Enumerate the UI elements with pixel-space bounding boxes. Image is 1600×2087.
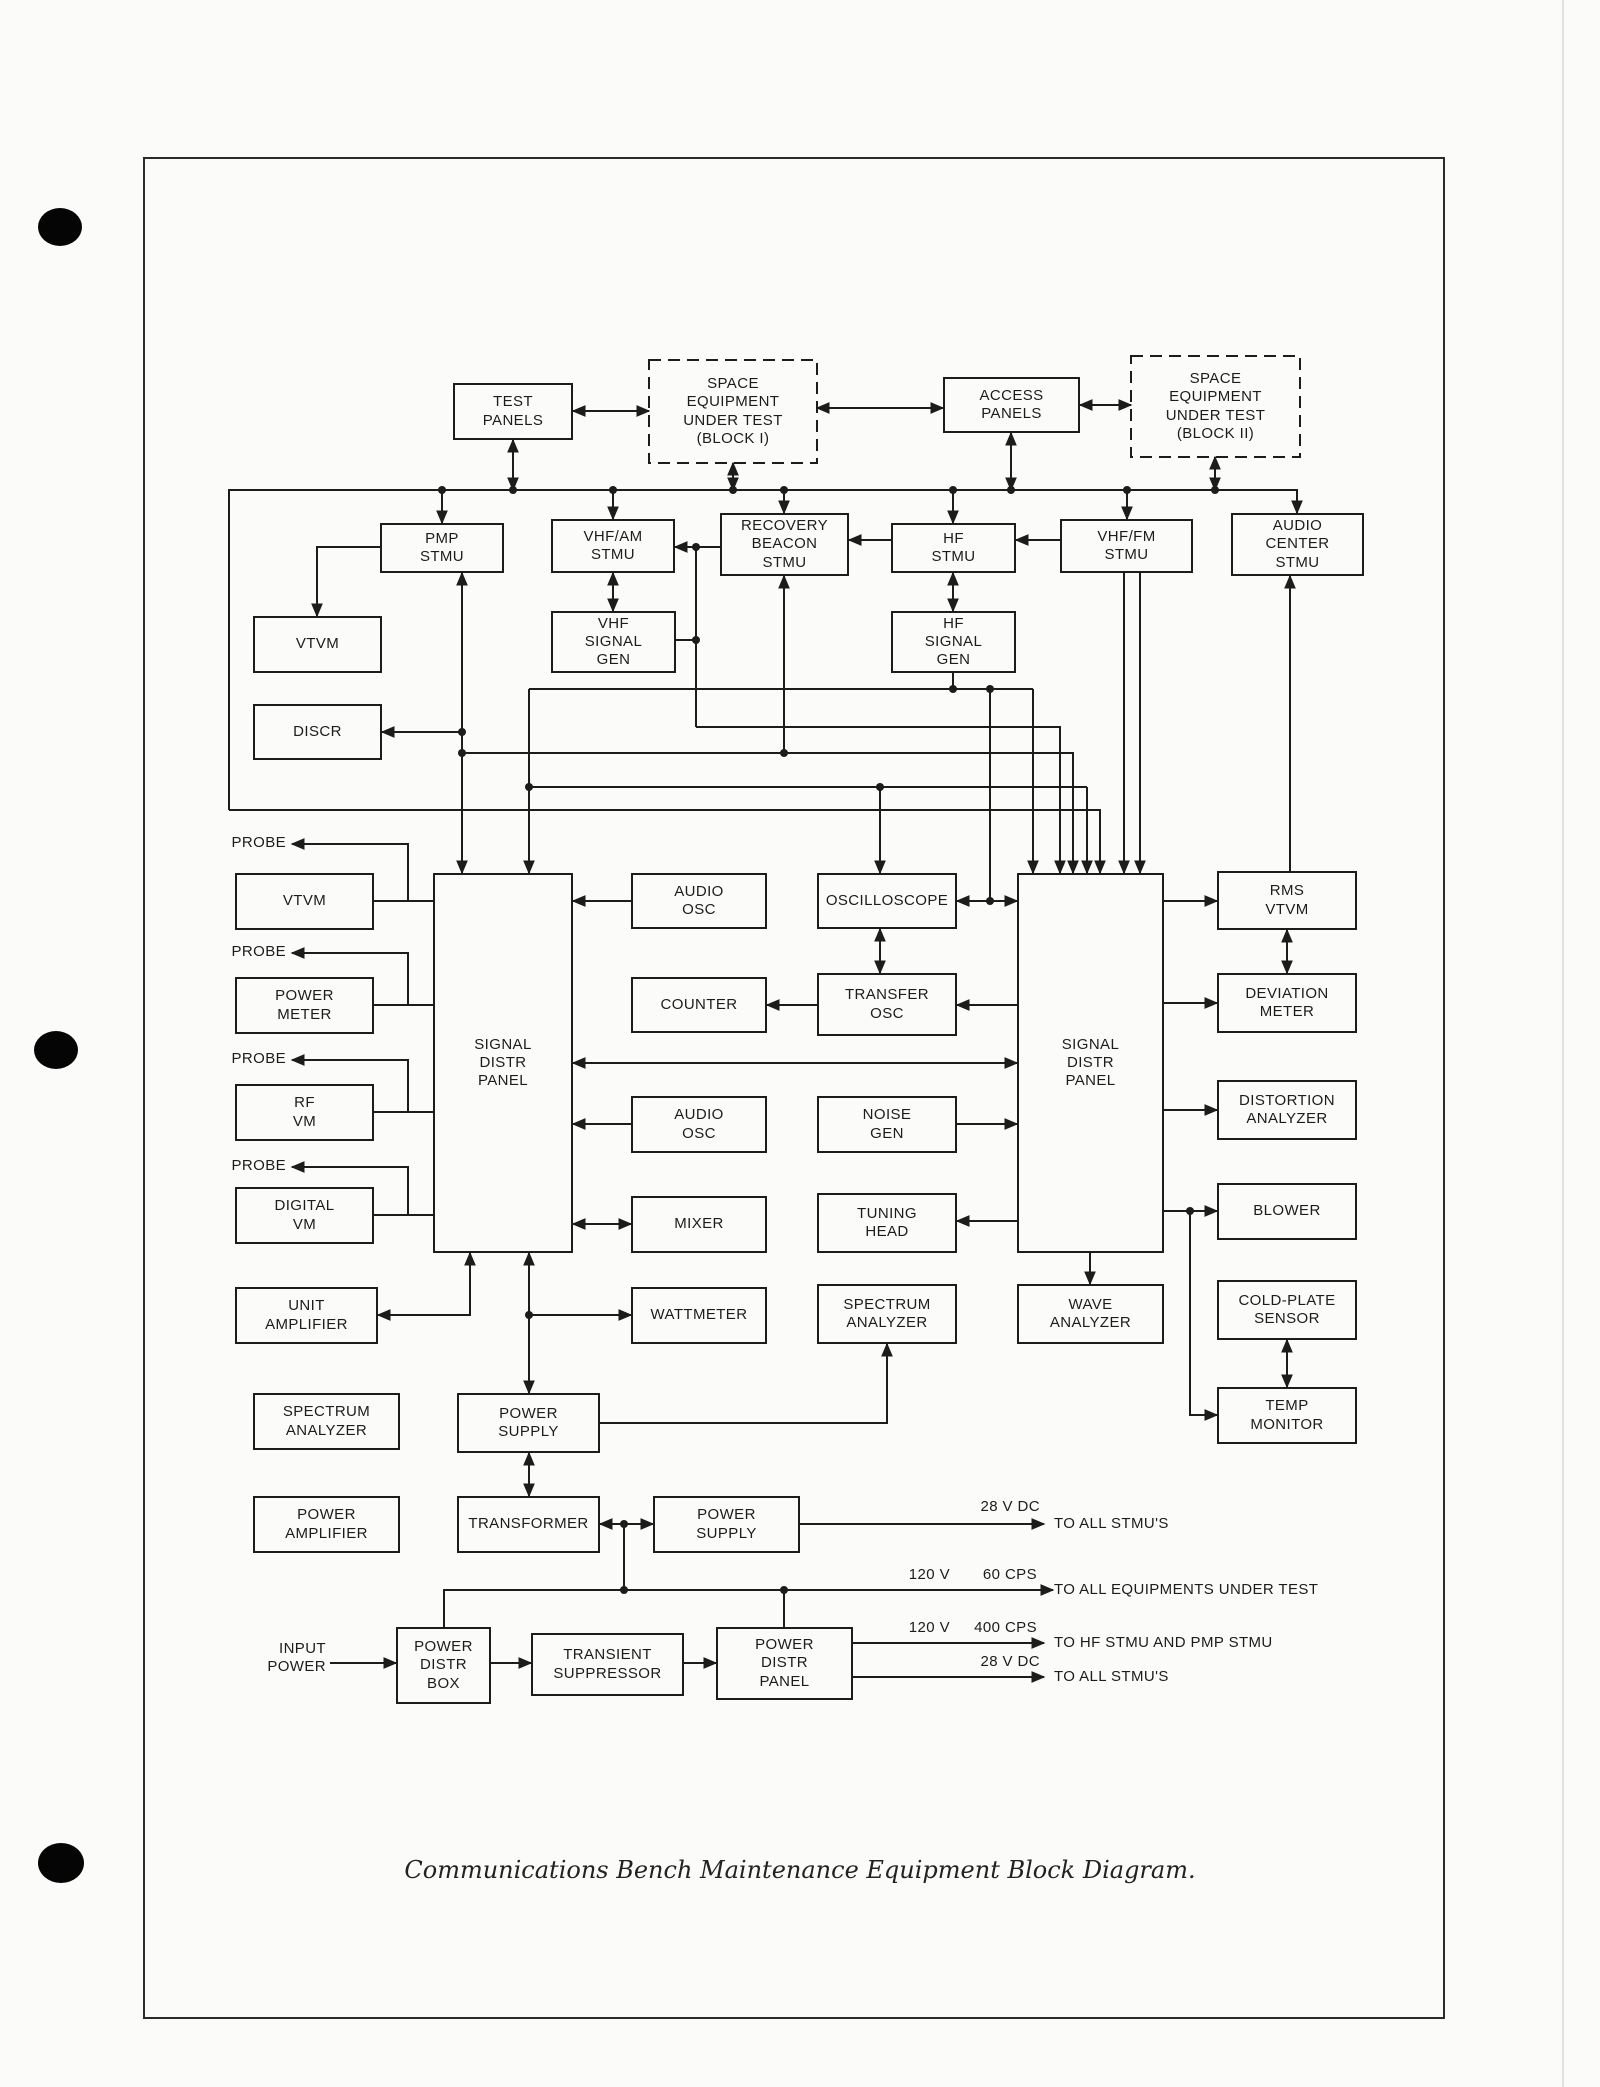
probe-label-3: PROBE xyxy=(231,1050,286,1067)
page-border-frame xyxy=(143,157,1445,2019)
node-rms-vtvm: RMS VTVM xyxy=(1217,871,1357,930)
output3-destination: TO HF STMU AND PMP STMU xyxy=(1054,1634,1273,1651)
node-power-distr-box: POWER DISTR BOX xyxy=(396,1627,491,1704)
output3-voltage-label: 120 V xyxy=(908,1619,950,1636)
probe-label-2: PROBE xyxy=(231,943,286,960)
node-power-supply-2: POWER SUPPLY xyxy=(653,1496,800,1553)
node-space-equipment-under-test-block1: SPACE EQUIPMENT UNDER TEST (BLOCK I) xyxy=(683,374,783,447)
probe-label-1: PROBE xyxy=(231,834,286,851)
node-unit-amplifier: UNIT AMPLIFIER xyxy=(235,1287,378,1344)
node-wave-analyzer: WAVE ANALYZER xyxy=(1017,1284,1164,1344)
junction-dots xyxy=(438,486,1219,1594)
node-digital-vm: DIGITAL VM xyxy=(235,1187,374,1244)
node-power-supply-1: POWER SUPPLY xyxy=(457,1393,600,1453)
output2-frequency-label: 60 CPS xyxy=(982,1566,1037,1583)
node-vtvm-top: VTVM xyxy=(253,616,382,673)
node-vhf-fm-stmu: VHF/FM STMU xyxy=(1060,519,1193,573)
punch-hole-bottom xyxy=(38,1843,84,1883)
output1-destination: TO ALL STMU'S xyxy=(1054,1515,1169,1532)
node-audio-center-stmu: AUDIO CENTER STMU xyxy=(1231,513,1364,576)
node-spectrum-analyzer-center: SPECTRUM ANALYZER xyxy=(817,1284,957,1344)
node-mixer: MIXER xyxy=(631,1196,767,1253)
node-hf-signal-gen: HF SIGNAL GEN xyxy=(891,611,1016,673)
node-pmp-stmu: PMP STMU xyxy=(380,523,504,573)
node-spectrum-analyzer-left: SPECTRUM ANALYZER xyxy=(253,1393,400,1450)
node-rf-vm: RF VM xyxy=(235,1084,374,1141)
node-wattmeter: WATTMETER xyxy=(631,1287,767,1344)
node-blower: BLOWER xyxy=(1217,1183,1357,1240)
node-access-panels: ACCESS PANELS xyxy=(943,377,1080,433)
node-hf-stmu: HF STMU xyxy=(891,523,1016,573)
node-deviation-meter: DEVIATION METER xyxy=(1217,973,1357,1033)
node-recovery-beacon-stmu: RECOVERY BEACON STMU xyxy=(720,513,849,576)
node-transient-suppressor: TRANSIENT SUPPRESSOR xyxy=(531,1633,684,1696)
output3-frequency-label: 400 CPS xyxy=(974,1619,1037,1636)
node-tuning-head: TUNING HEAD xyxy=(817,1193,957,1253)
punch-hole-top xyxy=(38,208,82,246)
node-transformer: TRANSFORMER xyxy=(457,1496,600,1553)
node-power-amplifier: POWER AMPLIFIER xyxy=(253,1496,400,1553)
node-oscilloscope: OSCILLOSCOPE xyxy=(817,873,957,929)
figure-caption: Communications Bench Maintenance Equipme… xyxy=(404,1856,1196,1884)
node-signal-distr-panel-right: SIGNAL DISTR PANEL xyxy=(1017,873,1164,1253)
node-space-equipment-under-test-block2: SPACE EQUIPMENT UNDER TEST (BLOCK II) xyxy=(1165,369,1266,442)
node-discr: DISCR xyxy=(253,704,382,760)
output4-destination: TO ALL STMU'S xyxy=(1054,1668,1169,1685)
node-signal-distr-panel-left: SIGNAL DISTR PANEL xyxy=(433,873,573,1253)
probe-label-4: PROBE xyxy=(231,1157,286,1174)
node-test-panels: TEST PANELS xyxy=(453,383,573,440)
node-audio-osc-1: AUDIO OSC xyxy=(631,873,767,929)
node-distortion-analyzer: DISTORTION ANALYZER xyxy=(1217,1080,1357,1140)
node-vhf-am-stmu: VHF/AM STMU xyxy=(551,519,675,573)
input-power-label: INPUT POWER xyxy=(267,1640,326,1675)
node-vhf-signal-gen: VHF SIGNAL GEN xyxy=(551,611,676,673)
punch-hole-middle xyxy=(34,1031,78,1069)
page-edge xyxy=(1562,0,1564,2087)
node-power-distr-panel: POWER DISTR PANEL xyxy=(716,1627,853,1700)
node-audio-osc-2: AUDIO OSC xyxy=(631,1096,767,1153)
output4-voltage-label: 28 V DC xyxy=(980,1653,1040,1670)
node-cold-plate-sensor: COLD-PLATE SENSOR xyxy=(1217,1280,1357,1340)
node-temp-monitor: TEMP MONITOR xyxy=(1217,1387,1357,1444)
node-power-meter: POWER METER xyxy=(235,977,374,1034)
output1-voltage-label: 28 V DC xyxy=(980,1498,1040,1515)
node-transfer-osc: TRANSFER OSC xyxy=(817,973,957,1036)
output2-destination: TO ALL EQUIPMENTS UNDER TEST xyxy=(1054,1581,1319,1598)
node-noise-gen: NOISE GEN xyxy=(817,1096,957,1153)
node-counter: COUNTER xyxy=(631,977,767,1033)
node-vtvm-probe: VTVM xyxy=(235,873,374,930)
output2-voltage-label: 120 V xyxy=(908,1566,950,1583)
